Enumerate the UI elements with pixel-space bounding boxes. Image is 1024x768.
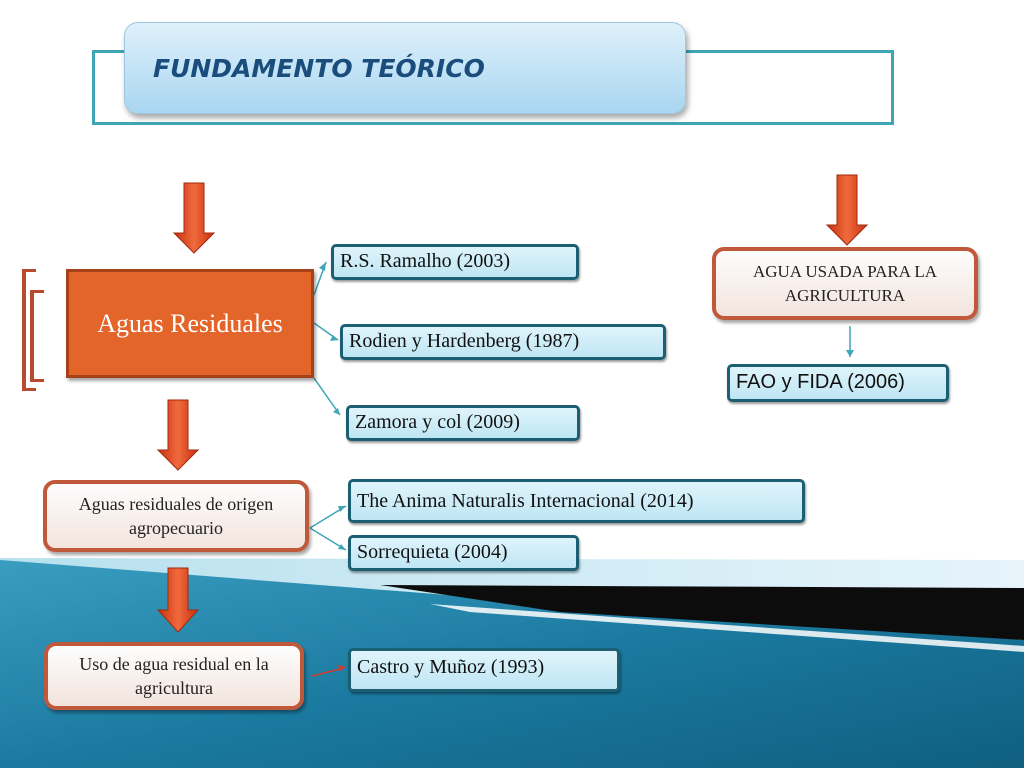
node-agua-usada-agricultura: AGUA USADA PARA LA AGRICULTURA: [712, 247, 978, 320]
arrow-down-icon: [156, 567, 200, 633]
page-title: FUNDAMENTO TEÓRICO: [153, 53, 485, 83]
ref-anima: The Anima Naturalis Internacional (2014): [348, 479, 805, 523]
ref-label: FAO y FIDA (2006): [736, 371, 905, 393]
ref-sorrequieta: Sorrequieta (2004): [348, 535, 579, 571]
main-node-aguas-residuales: Aguas Residuales: [66, 269, 314, 378]
white-stripe: [430, 604, 1024, 652]
node-uso-agua-agricultura: Uso de agua residual en la agricultura: [44, 642, 304, 710]
arrow-down-icon: [825, 174, 869, 246]
node-label: Aguas residuales de origen agropecuario: [78, 494, 274, 538]
ref-label: The Anima Naturalis Internacional (2014): [357, 490, 694, 512]
bracket-decoration: [22, 269, 36, 391]
ref-label: Rodien y Hardenberg (1987): [349, 330, 580, 352]
arrow-down-icon: [172, 182, 216, 254]
ref-castro: Castro y Muñoz (1993): [348, 648, 620, 692]
connector-castro: [311, 667, 345, 677]
title-box: FUNDAMENTO TEÓRICO: [124, 22, 686, 114]
connector-zamora: [313, 377, 341, 416]
node-label: AGUA USADA PARA LA AGRICULTURA: [752, 261, 938, 305]
ref-ramalho: R.S. Ramalho (2003): [331, 244, 579, 280]
ref-zamora: Zamora y col (2009): [346, 405, 580, 441]
ref-label: Sorrequieta (2004): [357, 541, 508, 563]
ref-label: R.S. Ramalho (2003): [340, 250, 510, 272]
ref-label: Zamora y col (2009): [355, 411, 520, 433]
arrow-down-icon: [156, 399, 200, 471]
bracket-decoration: [30, 290, 44, 382]
ref-rodien: Rodien y Hardenberg (1987): [340, 324, 666, 360]
main-node-label: Aguas Residuales: [97, 308, 283, 338]
ref-fao: FAO y FIDA (2006): [727, 364, 949, 402]
ref-label: Castro y Muñoz (1993): [357, 656, 545, 678]
node-aguas-agropecuario: Aguas residuales de origen agropecuario: [43, 480, 309, 552]
node-label: Uso de agua residual en la agricultura: [79, 654, 269, 698]
dark-band: [380, 585, 1024, 640]
